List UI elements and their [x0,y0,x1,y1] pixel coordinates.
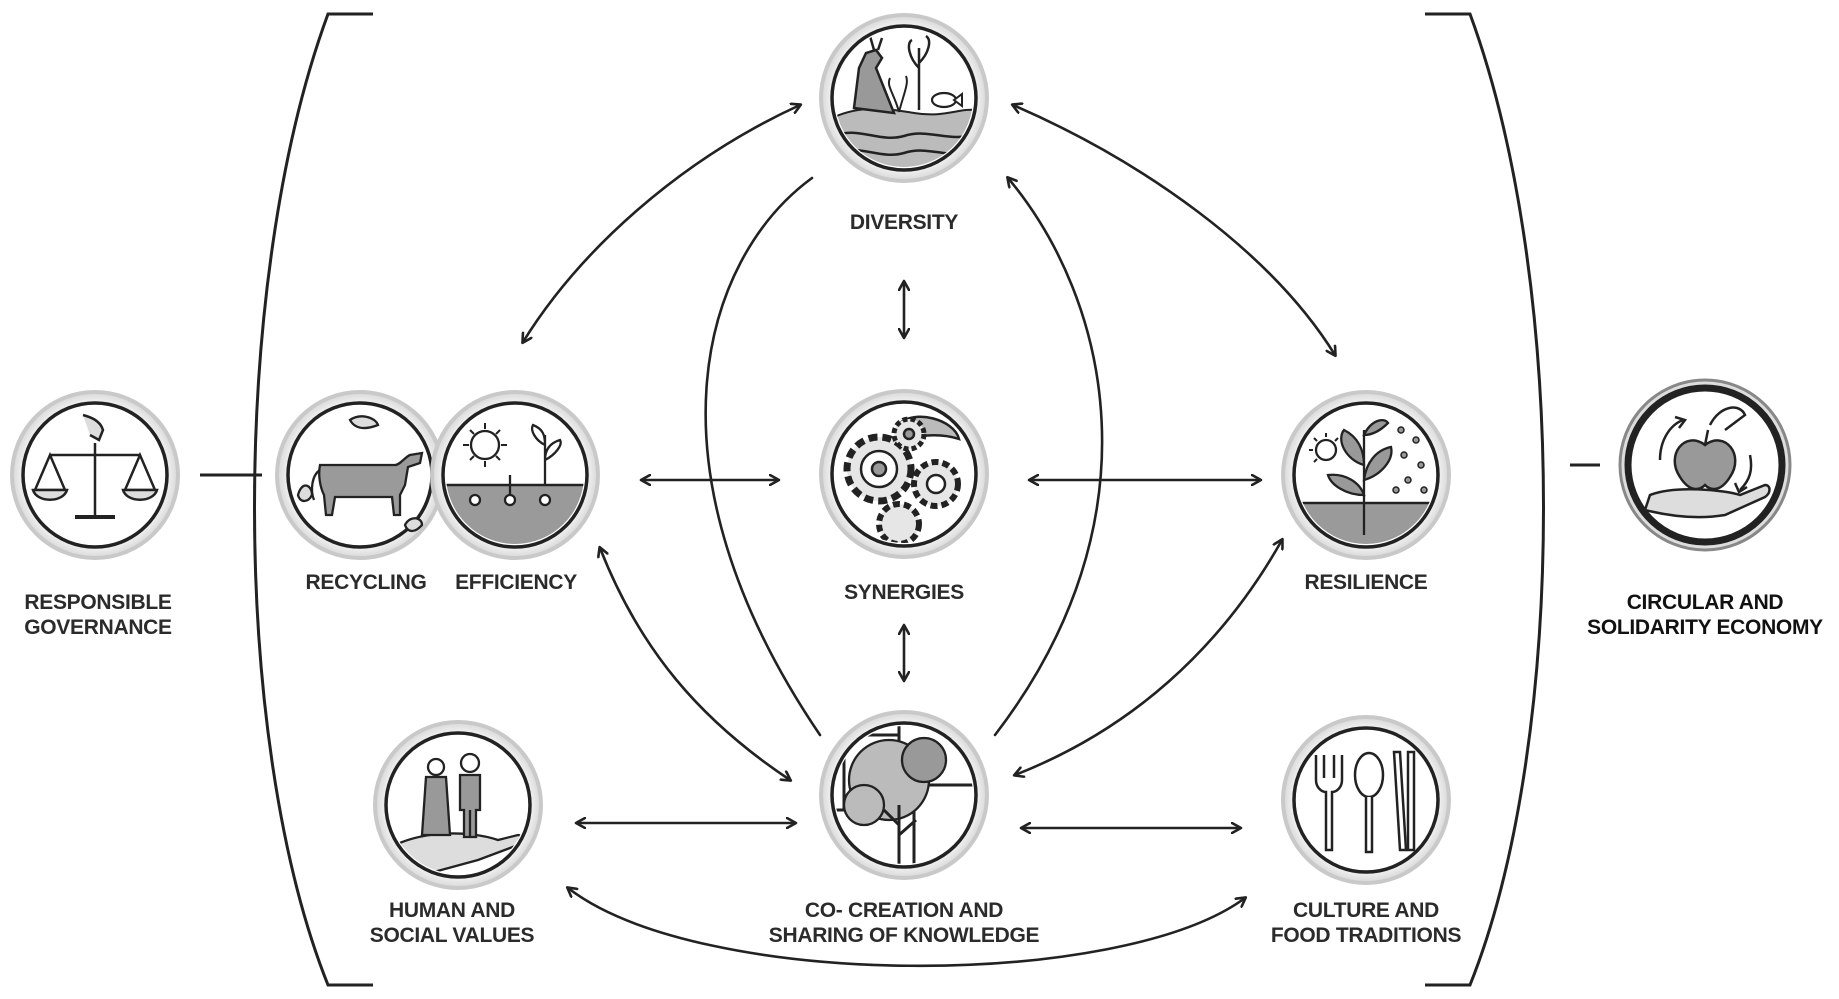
culture-label: CULTURE AND FOOD TRADITIONS [1270,898,1462,948]
resilience-node [1281,390,1451,560]
circular-label-line2: SOLIDARITY ECONOMY [1587,616,1823,639]
cocreation-label-line2: SHARING OF KNOWLEDGE [768,924,1040,947]
governance-label-line2: GOVERNANCE [24,616,172,639]
recycling-node [275,390,445,560]
culture-label-line1: CULTURE AND [1292,899,1440,922]
cocreation-node [819,710,989,880]
arrow-human-culture [568,888,1245,968]
tree-puzzle-icon [835,726,973,864]
efficiency-node [430,390,600,560]
cocreation-label: CO- CREATION AND SHARING OF KNOWLEDGE [769,898,1040,948]
right-bracket [1425,12,1545,987]
efficiency-label-text: EFFICIENCY [455,571,577,594]
arrow-diversity-resilience [1013,105,1335,355]
governance-node [10,390,180,560]
gears-icon [843,415,961,543]
governance-label-line1: RESPONSIBLE [24,591,172,614]
arrow-cocreation-diversity [993,178,1104,737]
left-bracket [253,12,373,987]
culture-node [1281,715,1451,885]
connection-arrows [523,105,1335,968]
culture-label-line2: FOOD TRADITIONS [1270,924,1462,947]
resilience-label-text: RESILIENCE [1304,571,1428,594]
circular-label-line1: CIRCULAR AND [1626,591,1784,614]
cow-leaves-icon [296,415,424,533]
recycling-label-text: RECYCLING [305,571,427,594]
recycling-label: RECYCLING [306,570,427,595]
scales-icon [31,413,159,519]
diversity-node [819,13,989,183]
human-social-node [373,720,543,890]
apple-cycle-icon [1643,406,1771,519]
plant-rain-icon [1297,416,1435,544]
synergies-label: SYNERGIES [844,580,964,605]
cocreation-label-line1: CO- CREATION AND [804,899,1004,922]
human-social-label: HUMAN AND SOCIAL VALUES [370,898,535,948]
arrow-efficiency-cocreation [600,548,790,780]
circular-label: CIRCULAR AND SOLIDARITY ECONOMY [1587,590,1823,640]
synergies-node [819,389,989,559]
governance-label: RESPONSIBLE GOVERNANCE [24,590,172,640]
synergies-label-text: SYNERGIES [844,581,964,604]
arrow-diversity-recycling [523,105,800,342]
fork-spoon-chopsticks-icon [1314,750,1416,854]
diversity-label: DIVERSITY [850,210,958,235]
circular-node [1618,378,1792,552]
diversity-label-text: DIVERSITY [849,211,959,234]
human-social-label-line1: HUMAN AND [388,899,516,922]
efficiency-label: EFFICIENCY [455,570,577,595]
human-social-label-line2: SOCIAL VALUES [369,924,535,947]
arrow-diversity-cocreation [704,176,822,737]
resilience-label: RESILIENCE [1304,570,1427,595]
arrow-resilience-cocreation [1015,540,1282,775]
